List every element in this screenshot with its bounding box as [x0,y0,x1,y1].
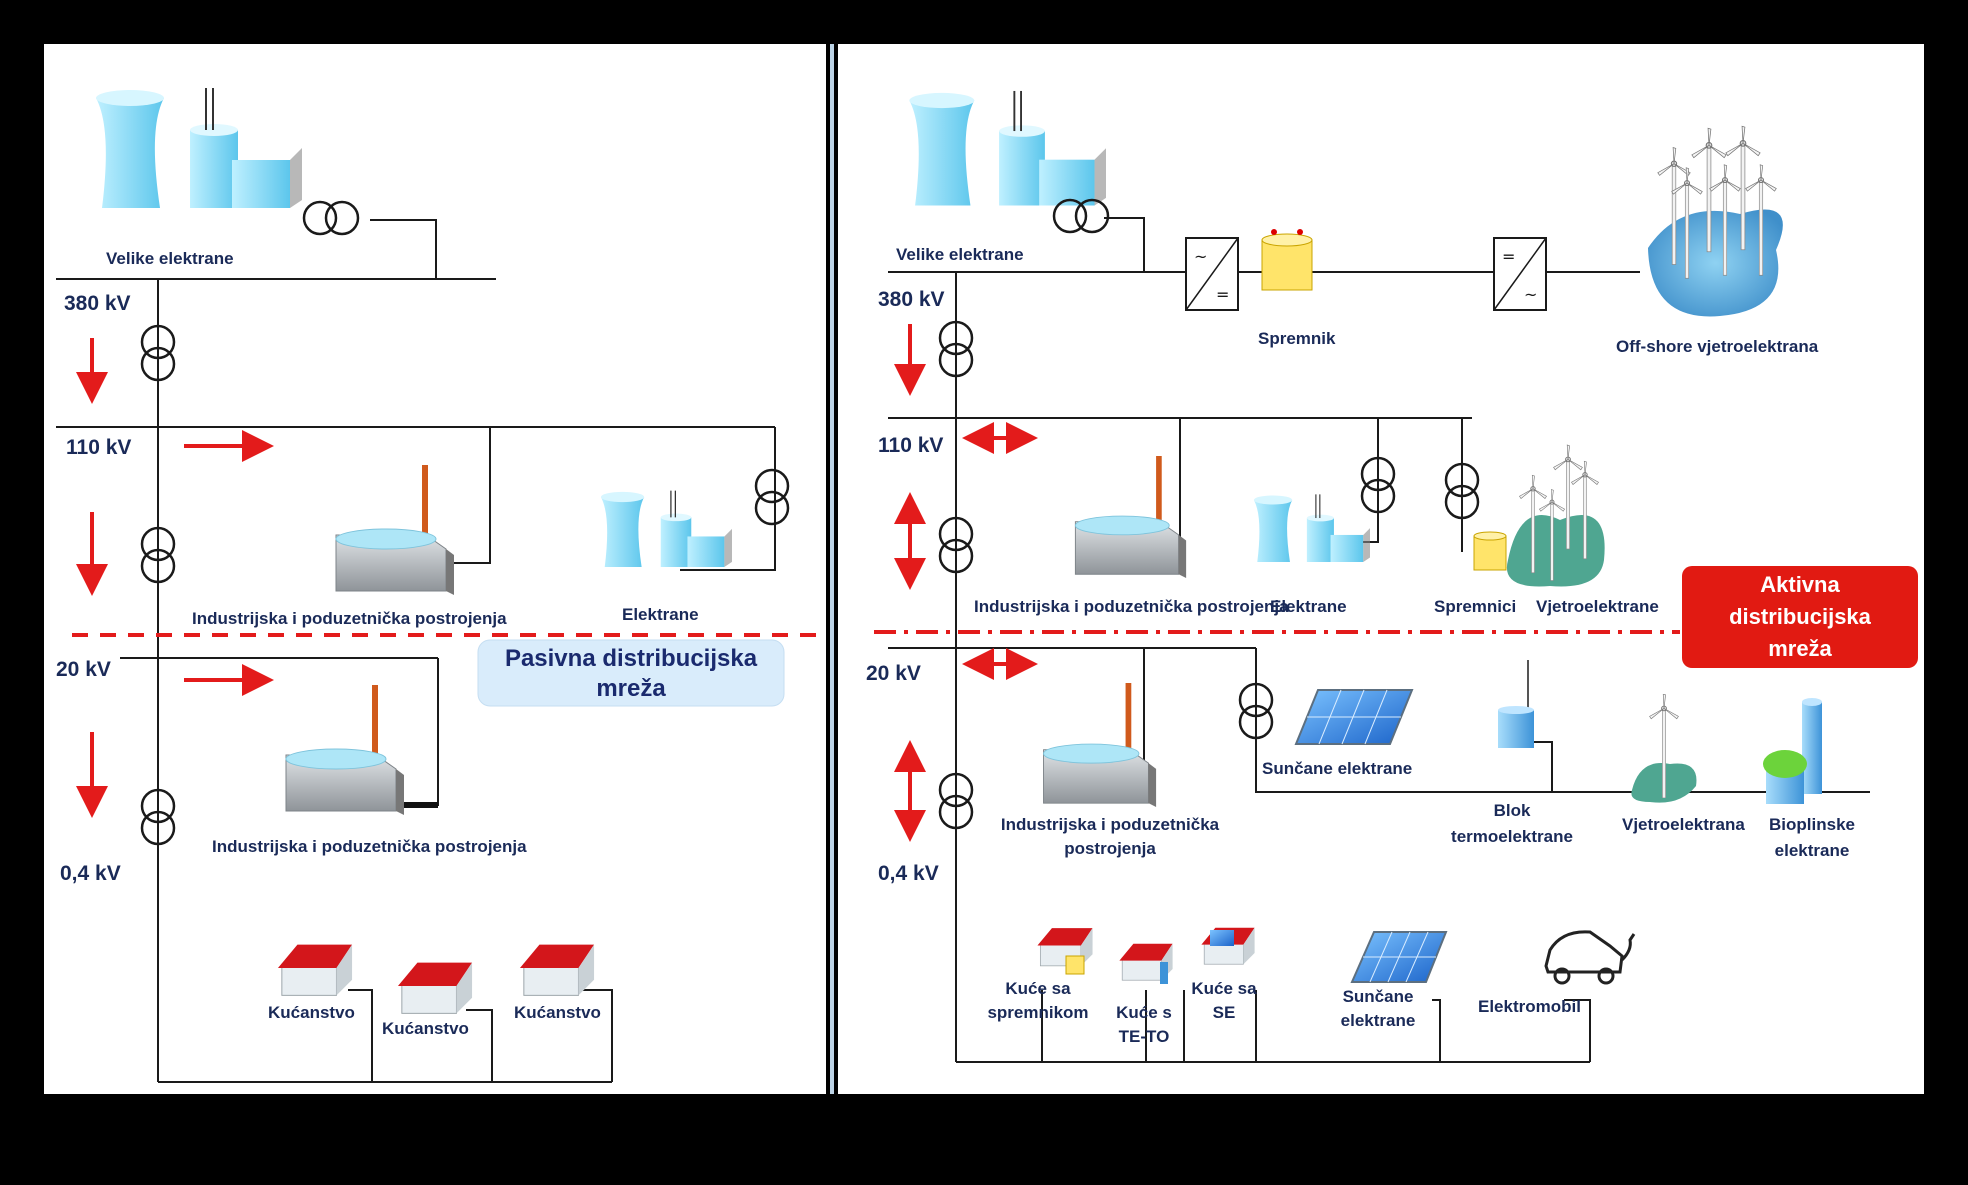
biogas-plant-icon [1763,698,1822,804]
left-volt-380: 380 kV [64,292,131,315]
inverter-icon: = ~ [1493,237,1547,311]
storage-battery-icon [1473,531,1507,571]
storage-battery-icon [1261,229,1313,291]
passive-badge-line-1: Pasivna distribucijska [505,645,758,672]
right-volt-380: 380 kV [878,288,945,311]
left-industry-20-label: Industrijska i poduzetnička postrojenja [212,837,527,856]
passive-badge-line-2: mreža [596,675,666,702]
right-volt-20: 20 kV [866,662,921,685]
solar-panel-icon [1350,931,1448,983]
active-badge-line-2: distribucijska [1729,604,1872,629]
wind-turbine-icon [1631,694,1697,803]
house-pv-label-2: SE [1213,1003,1236,1022]
left-household-3-label: Kućanstvo [514,1003,601,1022]
right-solar-20-label: Sunčane elektrane [1262,759,1412,778]
svg-text:=: = [1502,247,1515,266]
passive-network-badge: Pasivna distribucijska mreža [477,639,785,707]
svg-text:~: ~ [1194,247,1207,266]
solar-panel-icon [1294,689,1414,745]
right-industry-20-label-1: Industrijska i poduzetnička [1001,815,1220,834]
thermal-block-icon [1498,660,1534,748]
right-wind-110-label: Vjetroelektrane [1536,597,1659,616]
right-industry-110-label: Industrijska i poduzetnička postrojenja [974,597,1289,616]
right-storages-110-label: Spremnici [1434,597,1516,616]
right-solar-04-label-1: Sunčane [1343,987,1414,1006]
left-household-2-label: Kućanstvo [382,1019,469,1038]
left-household-1-label: Kućanstvo [268,1003,355,1022]
right-big-plant-label: Velike elektrane [896,245,1024,264]
rooftop-pv-icon [1210,930,1234,946]
left-plants-110-label: Elektrane [622,605,699,624]
left-volt-20: 20 kV [56,658,111,681]
left-volt-110: 110 kV [66,436,131,459]
right-power-flow-arrows [894,324,1038,842]
wind-farm-icon [1506,444,1605,587]
offshore-wind-farm-icon [1648,125,1783,317]
left-power-flow-arrows [76,338,274,818]
right-solar-04-label-2: elektrane [1341,1011,1416,1030]
right-volt-04: 0,4 kV [878,862,939,885]
right-storage-label: Spremnik [1258,329,1336,348]
right-biogas-label-1: Bioplinske [1769,815,1855,834]
right-thermal-label-1: Blok [1494,801,1531,820]
svg-text:~: ~ [1524,285,1537,304]
active-network-badge: Aktivna distribucijska mreža [1682,566,1918,668]
active-badge-line-1: Aktivna [1760,572,1840,597]
right-plants-110-label: Elektrane [1270,597,1347,616]
right-thermal-label-2: termoelektrane [1451,827,1573,846]
house-storage-label-2: spremnikom [987,1003,1088,1022]
house-storage-label-1: Kuće sa [1005,979,1071,998]
house-pv-label-1: Kuće sa [1191,979,1257,998]
left-industry-110-label: Industrijska i poduzetnička postrojenja [192,609,507,628]
inverter-icon: ~ = [1185,237,1239,311]
right-volt-110: 110 kV [878,434,943,457]
left-big-plant-label: Velike elektrane [106,249,234,268]
electric-car-icon [1544,930,1636,985]
battery-icon [1065,955,1085,975]
house-chp-label-1: Kuće s [1116,1003,1172,1022]
right-wind-20-label: Vjetroelektrana [1622,815,1745,834]
right-biogas-label-2: elektrane [1775,841,1850,860]
svg-text:=: = [1216,285,1229,304]
right-offshore-label: Off-shore vjetroelektrana [1616,337,1819,356]
chp-unit-icon [1160,962,1168,984]
right-industry-20-label-2: postrojenja [1064,839,1156,858]
house-chp-label-2: TE-TO [1119,1027,1170,1046]
industry-20-connector [398,802,438,808]
right-ev-label: Elektromobil [1478,997,1581,1016]
active-badge-line-3: mreža [1768,636,1832,661]
left-volt-04: 0,4 kV [60,862,121,885]
